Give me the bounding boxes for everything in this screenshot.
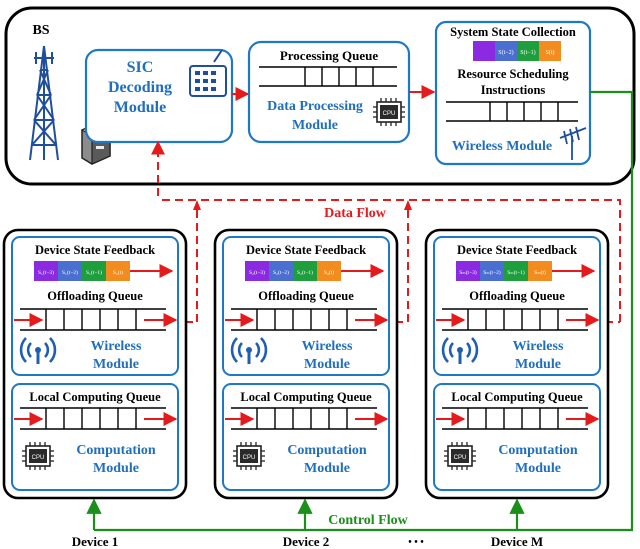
local-computing-queue-label: Local Computing Queue — [29, 390, 161, 404]
offloading-queue-label: Offloading Queue — [258, 289, 354, 303]
system-state-cell-3: S(t) — [546, 49, 555, 56]
device-state-cell-label: Sₘ(t−3) — [459, 269, 477, 276]
offloading-queue-label: Offloading Queue — [469, 289, 565, 303]
device-state-cell — [34, 261, 58, 281]
system-state-label: System State Collection — [450, 25, 576, 39]
device-state-cell-label: Sₘ(t−1) — [507, 269, 525, 276]
device-wireless-line1: Wireless — [302, 339, 353, 354]
antenna-icon — [559, 126, 587, 160]
device-state-cell — [82, 261, 106, 281]
cpu-icon: CPU — [443, 441, 477, 471]
radio-receiver-icon — [189, 49, 227, 97]
device-state-cell-label: S₁(t−1) — [86, 269, 102, 276]
control-flow-lines — [94, 90, 634, 532]
offloading-queue — [231, 308, 377, 331]
device-wireless-line1: Wireless — [513, 339, 564, 354]
local-computing-queue-label: Local Computing Queue — [451, 390, 583, 404]
cpu-label: CPU — [32, 455, 45, 461]
bs-label: BS — [32, 23, 49, 38]
offloading-queue — [442, 308, 588, 331]
device-wireless-line2: Module — [515, 357, 561, 372]
device-label: Device M — [491, 534, 543, 549]
cpu-icon: CPU — [21, 441, 55, 471]
resource-line2: Instructions — [481, 83, 546, 97]
local-computing-queue-label: Local Computing Queue — [240, 390, 372, 404]
device-state-feedback-label: Device State Feedback — [457, 243, 577, 257]
local-computing-queue — [442, 407, 588, 430]
computation-line1: Computation — [76, 443, 156, 458]
computation-line2: Module — [515, 461, 561, 476]
system-state-strip — [473, 41, 561, 61]
sic-line3: Module — [114, 99, 166, 116]
system-state-cell-2: S(t−1) — [520, 49, 535, 56]
data-flow-arrowhead-device-2 — [404, 200, 412, 210]
device-state-feedback-label: Device State Feedback — [35, 243, 155, 257]
device-state-cell — [456, 261, 480, 281]
device-state-cell — [106, 261, 130, 281]
device-state-cell — [293, 261, 317, 281]
system-state-cell-1: S(t−2) — [498, 49, 513, 56]
device-wireless-line2: Module — [304, 357, 350, 372]
device-state-cell-label: S₂(t−2) — [273, 269, 289, 276]
cpu-icon: CPU — [232, 441, 266, 471]
device-state-cell-label: Sₘ(t−2) — [483, 269, 501, 276]
resource-line1: Resource Scheduling — [457, 67, 569, 81]
device-state-cell-label: S₁(t−3) — [38, 269, 54, 276]
device-state-cell-label: S₂(t−1) — [297, 269, 313, 276]
device-state-cell — [317, 261, 341, 281]
cpu-icon: CPU — [372, 97, 406, 127]
bs-wireless-queue — [446, 101, 578, 122]
computation-line1: Computation — [287, 443, 367, 458]
device-state-cell — [528, 261, 552, 281]
computation-line2: Module — [304, 461, 350, 476]
local-computing-queue — [20, 407, 166, 430]
cpu-label: CPU — [243, 455, 256, 461]
device-state-cell — [245, 261, 269, 281]
data-flow-lines — [158, 199, 621, 323]
data-processing-line1: Data Processing — [267, 99, 363, 114]
processing-queue — [259, 66, 397, 87]
data-flow-arrowhead-device-1 — [193, 200, 201, 210]
device-label: Device 1 — [72, 534, 119, 549]
cpu-label: CPU — [383, 111, 396, 117]
device-state-cell — [504, 261, 528, 281]
base-station-tower-icon — [29, 45, 59, 161]
cpu-label: CPU — [454, 455, 467, 461]
control-flow-label: Control Flow — [328, 513, 408, 528]
device-wireless-line2: Module — [93, 357, 139, 372]
data-flow-label: Data Flow — [324, 206, 387, 221]
sic-line2: Decoding — [108, 79, 172, 96]
offloading-queue — [20, 308, 166, 331]
processing-queue-label: Processing Queue — [280, 48, 379, 63]
data-processing-line2: Module — [292, 118, 338, 133]
bs-wireless-module-label: Wireless Module — [452, 139, 552, 154]
device-state-cell-label: S₁(t−2) — [62, 269, 78, 276]
device-state-cell — [269, 261, 293, 281]
local-computing-queue — [231, 407, 377, 430]
device-wireless-line1: Wireless — [91, 339, 142, 354]
device-state-cell-label: Sₘ(t) — [534, 269, 546, 276]
computation-line1: Computation — [498, 443, 578, 458]
device-ellipsis: • • • — [408, 537, 424, 548]
device-state-cell — [58, 261, 82, 281]
device-state-cell-label: S₂(t−3) — [249, 269, 265, 276]
device-state-cell — [480, 261, 504, 281]
device-state-cell-label: S₂(t) — [324, 269, 334, 276]
device-state-feedback-label: Device State Feedback — [246, 243, 366, 257]
sic-title: SIC — [127, 59, 154, 76]
offloading-queue-label: Offloading Queue — [47, 289, 143, 303]
computation-line2: Module — [93, 461, 139, 476]
device-state-cell-label: S₁(t) — [113, 269, 123, 276]
device-label: Device 2 — [283, 534, 330, 549]
